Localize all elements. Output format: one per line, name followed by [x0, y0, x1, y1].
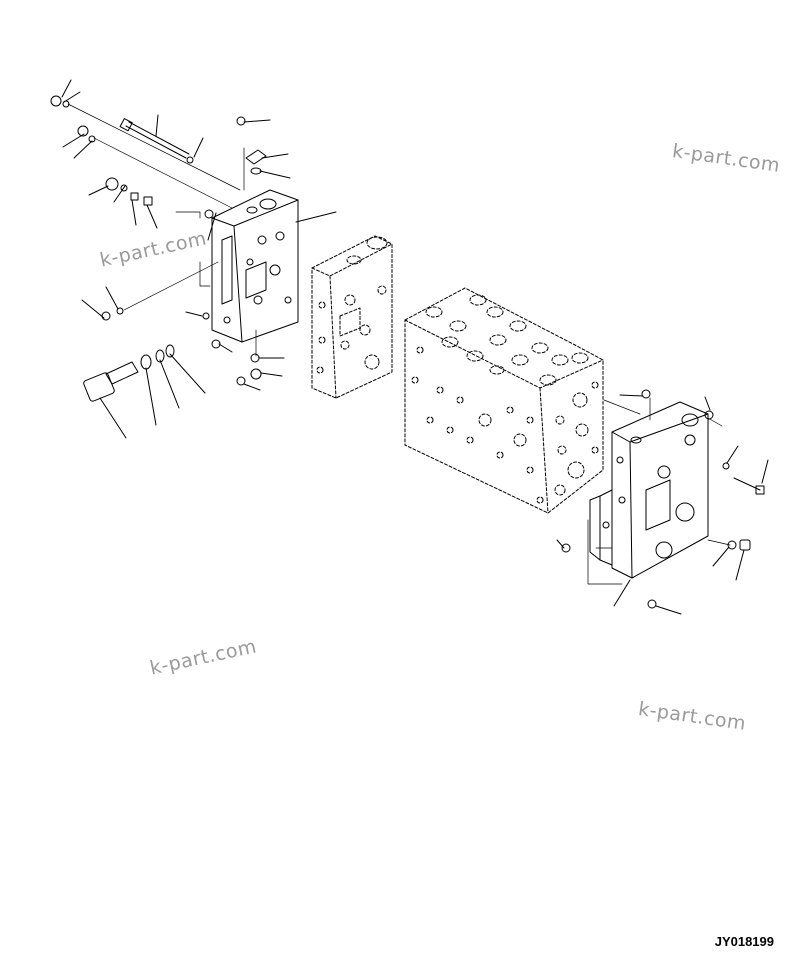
tie-bolt	[119, 114, 190, 159]
main-valve-block-dashed	[404, 287, 604, 514]
drawing-code: JY018199	[714, 934, 774, 949]
reference-lines	[67, 103, 731, 585]
spool-plunger	[83, 344, 175, 402]
leader-lines	[61, 79, 769, 615]
small-fittings	[50, 95, 765, 609]
right-end-section	[589, 401, 709, 579]
left-valve-section	[211, 189, 299, 343]
middle-valve-section-dashed	[311, 235, 393, 399]
